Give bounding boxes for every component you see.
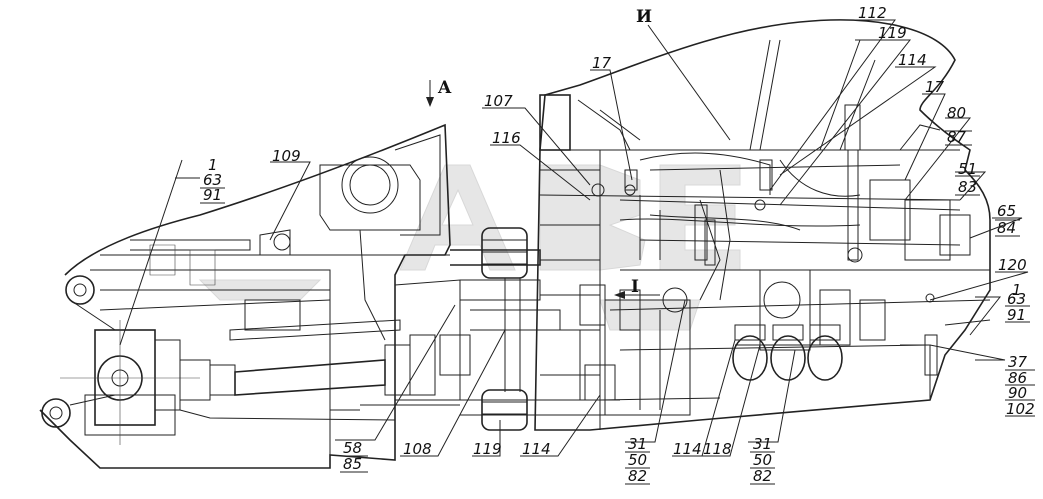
part-label: 31 [753, 435, 772, 453]
part-label: 65 [997, 202, 1016, 220]
label-underlines [200, 130, 1035, 485]
part-label: 87 [947, 128, 967, 146]
part-label: 84 [997, 219, 1016, 237]
part-label: 91 [203, 186, 222, 204]
part-label: 83 [958, 178, 977, 196]
part-label: 58 [343, 439, 362, 457]
part-label: 50 [753, 451, 772, 469]
middle-section [330, 227, 620, 431]
view-label-roman: I [631, 277, 639, 297]
view-arrows [426, 24, 731, 299]
part-label: 114 [522, 440, 551, 458]
part-label: 82 [628, 467, 647, 485]
part-label: 31 [628, 435, 647, 453]
part-label: 80 [947, 104, 966, 122]
part-label: 109 [272, 147, 301, 165]
part-label: 1 [208, 156, 218, 174]
part-label: 119 [878, 24, 907, 42]
part-label: 50 [628, 451, 647, 469]
part-label: 63 [203, 171, 222, 189]
part-label: 91 [1007, 306, 1026, 324]
part-label: 114 [673, 440, 702, 458]
view-label-i: И [636, 7, 652, 27]
part-label: 51 [958, 160, 977, 178]
part-labels: A И I 1 63 91 109 107 116 17 112 119 114… [203, 4, 1035, 485]
part-label: 112 [858, 4, 887, 22]
part-label: 86 [1008, 369, 1027, 387]
part-label: 63 [1007, 290, 1026, 308]
part-label: 90 [1008, 384, 1027, 402]
watermark [198, 164, 741, 331]
part-label: 17 [925, 78, 945, 96]
part-label: 116 [492, 129, 521, 147]
part-label: 85 [343, 455, 362, 473]
part-label: 120 [998, 256, 1027, 274]
part-label: 82 [753, 467, 772, 485]
part-label: 114 [898, 51, 927, 69]
right-frame [534, 19, 991, 431]
part-label: 107 [484, 92, 513, 110]
part-label: 17 [592, 54, 612, 72]
left-frame [39, 123, 471, 469]
view-label-a: A [437, 78, 452, 98]
part-label: 102 [1006, 400, 1035, 418]
part-label: 37 [1008, 353, 1028, 371]
part-label: 119 [473, 440, 502, 458]
part-label: 118 [703, 440, 732, 458]
leader-lines [119, 19, 1029, 457]
part-label: 108 [403, 440, 432, 458]
part-label: 1 [1012, 281, 1022, 299]
